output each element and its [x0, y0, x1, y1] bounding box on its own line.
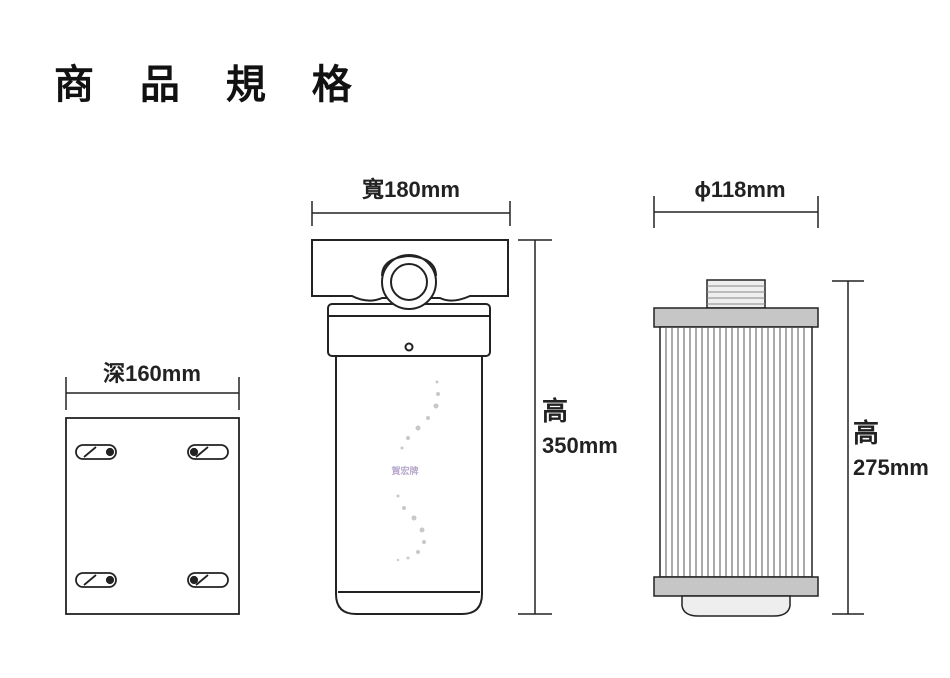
cartridge-height-dimension — [832, 280, 864, 615]
cartridge-height-label: 高 — [853, 418, 879, 448]
housing-height-label: 高 — [542, 396, 568, 426]
cartridge-pleats — [665, 327, 805, 577]
width-dimension — [311, 201, 511, 226]
bracket-slot — [75, 444, 117, 460]
depth-dimension — [65, 377, 240, 410]
housing-height-value: 350mm — [542, 433, 618, 458]
housing-height-dimension — [518, 239, 552, 615]
bowl-decoration — [396, 380, 440, 562]
bracket-slot — [187, 572, 229, 588]
cartridge-body — [659, 326, 813, 578]
cartridge-bottom-stub — [681, 595, 791, 617]
diameter-dimension — [653, 196, 819, 228]
width-label: 寬180mm — [362, 177, 460, 202]
cartridge-bottom-cap — [653, 576, 819, 597]
diameter-label: ϕ118mm — [694, 177, 785, 202]
page-title: 商 品 規 格 — [54, 62, 368, 108]
brand-logo: 賀宏牌 — [390, 465, 418, 477]
cartridge-top-cap — [653, 307, 819, 328]
filter-cartridge — [653, 279, 819, 617]
cartridge-thread — [706, 279, 766, 309]
cartridge-height-value: 275mm — [853, 455, 929, 480]
filter-housing — [311, 239, 509, 615]
mounting-bracket — [65, 417, 240, 615]
depth-label: 深160mm — [103, 361, 201, 386]
housing-bowl — [335, 355, 483, 615]
bracket-slot — [187, 444, 229, 460]
bracket-slot — [75, 572, 117, 588]
